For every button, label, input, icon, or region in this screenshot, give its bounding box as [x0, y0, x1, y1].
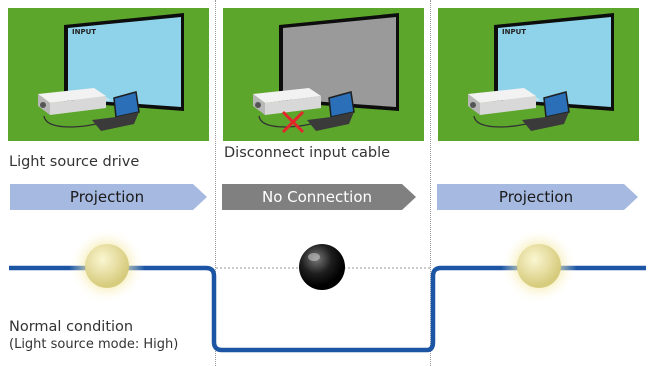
screen-blank — [283, 17, 396, 107]
laptop-icon — [92, 91, 140, 131]
arrow-projection-2 — [437, 184, 638, 210]
disconnect-x-icon — [281, 110, 305, 134]
projector-icon — [253, 88, 321, 115]
arrow-label-no-connection: No Connection — [261, 188, 373, 206]
arrow-projection-1 — [10, 184, 207, 210]
scene-disconnected — [223, 8, 424, 141]
light-output-line — [9, 265, 646, 353]
screen-input-label: INPUT — [72, 28, 96, 36]
arrow-label-projection-2: Projection — [498, 188, 574, 206]
laptop-icon — [522, 91, 570, 131]
scene-projecting-1: INPUT — [8, 8, 209, 141]
divider-right — [430, 0, 431, 366]
screen-image — [68, 17, 181, 107]
scene-projecting-2: INPUT — [438, 8, 639, 141]
lamp-off-icon — [299, 244, 345, 290]
label-light-source-mode: (Light source mode: High) — [9, 337, 179, 352]
label-light-source-drive: Light source drive — [9, 154, 140, 170]
lamp-on-icon — [501, 228, 577, 304]
arrow-no-connection — [222, 184, 416, 210]
screen-input-label: INPUT — [502, 28, 526, 36]
arrow-label-projection-1: Projection — [69, 188, 145, 206]
projector-icon — [38, 88, 106, 115]
laptop-icon — [307, 91, 355, 131]
label-disconnect: Disconnect input cable — [224, 145, 391, 161]
projector-icon — [468, 88, 536, 115]
divider-left — [215, 0, 216, 366]
label-normal-condition: Normal condition — [9, 319, 134, 335]
lamp-on-icon — [69, 228, 145, 304]
